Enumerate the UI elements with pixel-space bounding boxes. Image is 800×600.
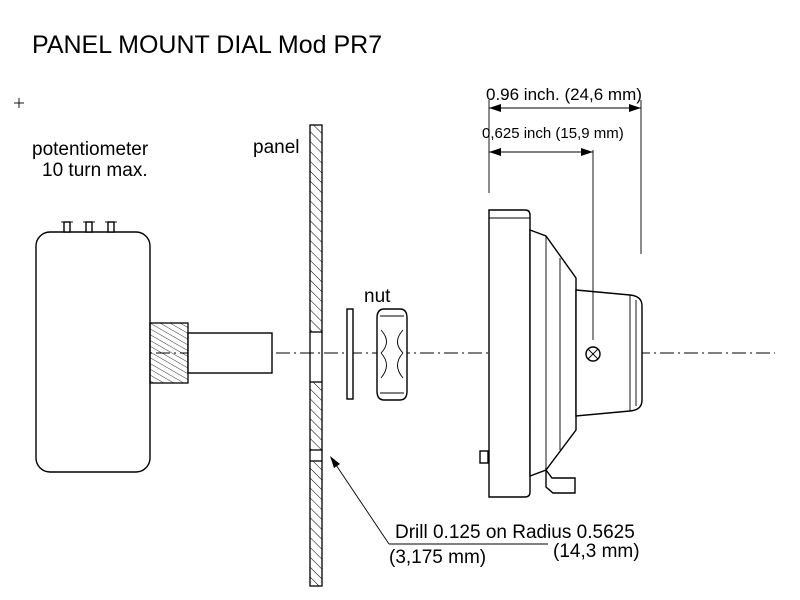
dial-assembly (479, 209, 643, 498)
potentiometer-threaded-bushing (149, 322, 189, 384)
total-depth-dimension-label: 0.96 inch. (24,6 mm) (486, 85, 642, 104)
drill-callout-leader (330, 456, 548, 545)
drill-diameter-mm-label: (3,175 mm) (389, 547, 486, 568)
drill-spec-label: Drill 0.125 on Radius 0.5625 (395, 522, 635, 543)
nut-label: nut (364, 286, 391, 307)
panel-plate (309, 124, 323, 587)
crosshair-icon (14, 98, 24, 108)
washer (346, 308, 354, 400)
screw-offset-dimension-label: 0,625 inch (15,9 mm) (482, 125, 624, 142)
panel-label: panel (253, 137, 300, 158)
page-title: PANEL MOUNT DIAL Mod PR7 (32, 31, 382, 59)
hex-nut (376, 308, 408, 401)
potentiometer-body (35, 221, 151, 473)
drill-radius-mm-label: (14,3 mm) (553, 541, 640, 562)
dimension-lines (488, 100, 642, 340)
potentiometer-shaft (187, 332, 273, 374)
potentiometer-label: potentiometer (32, 139, 149, 160)
potentiometer-max-turns-label: 10 turn max. (42, 160, 148, 181)
